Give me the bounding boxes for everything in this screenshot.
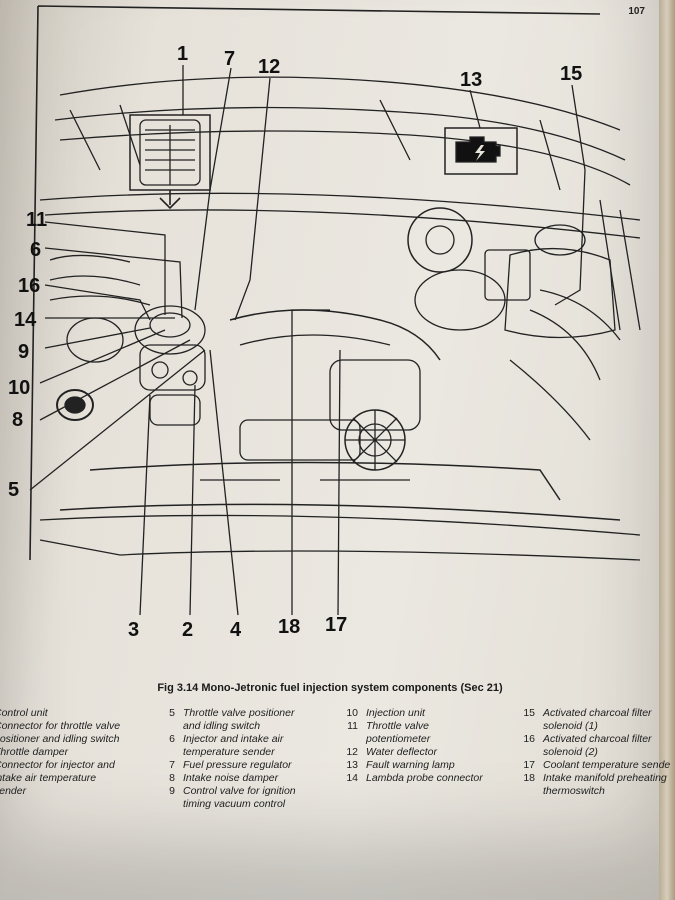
page-number: 107 [628, 6, 645, 17]
callout-18: 18 [278, 616, 301, 638]
legend-column-1: 1Control unit 2Connector for throttle va… [0, 707, 144, 798]
legend-item: 3Throttle damper [0, 746, 69, 758]
callout-12: 12 [258, 56, 281, 78]
callout-1: 1 [177, 43, 189, 65]
manual-page [0, 0, 660, 900]
callout-10: 10 [8, 377, 31, 399]
callout-6: 6 [30, 239, 42, 261]
page-edge [659, 0, 675, 900]
callout-16: 16 [18, 275, 41, 297]
callout-14: 14 [14, 309, 37, 331]
callout-17: 17 [325, 614, 348, 636]
engine-bay-diagram [29, 5, 641, 616]
callout-7: 7 [224, 48, 236, 70]
engine-warning-icon [455, 136, 501, 163]
callout-4: 4 [230, 619, 242, 641]
callout-3: 3 [128, 619, 140, 641]
figure-caption: Fig 3.14 Mono-Jetronic fuel injection sy… [157, 682, 503, 694]
legend-item: 2Connector for throttle valve positioner… [0, 720, 121, 745]
legend-item: 4Connector for injector and intake air t… [0, 759, 115, 797]
callout-11: 11 [26, 209, 48, 231]
callout-13: 13 [460, 69, 483, 91]
callout-5: 5 [8, 479, 20, 501]
legend-item: 1Control unit [0, 707, 48, 719]
callout-9: 9 [18, 341, 30, 363]
callout-15: 15 [560, 63, 583, 85]
callout-8: 8 [12, 409, 24, 431]
callout-2: 2 [182, 619, 194, 641]
